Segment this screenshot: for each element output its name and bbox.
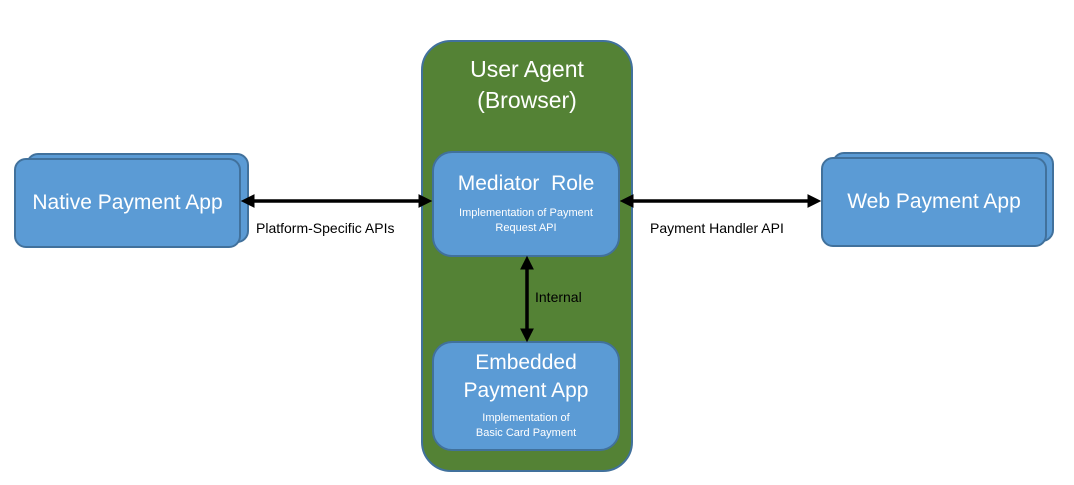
embedded-subtitle-line1: Implementation of — [482, 412, 570, 424]
user-agent-title: User Agent (Browser) — [421, 54, 633, 116]
embedded-payment-app-box: Embedded Payment App Implementation of B… — [432, 341, 620, 451]
payment-handler-api-label: Payment Handler API — [650, 220, 784, 236]
user-agent-title-line1: User Agent — [470, 56, 584, 82]
mediator-subtitle-line1: Implementation of Payment — [459, 207, 593, 219]
web-payment-app-box: Web Payment App — [821, 157, 1047, 247]
mediator-subtitle-line2: Request API — [495, 222, 557, 234]
internal-label: Internal — [535, 289, 582, 305]
embedded-payment-app-title: Embedded Payment App — [434, 349, 618, 405]
embedded-subtitle-line2: Basic Card Payment — [475, 427, 577, 439]
user-agent-title-line2: (Browser) — [477, 87, 577, 113]
native-payment-app-box: Native Payment App — [14, 158, 241, 248]
native-payment-app-label: Native Payment App — [32, 191, 223, 214]
mediator-role-subtitle: Implementation of Payment Request API — [434, 206, 618, 236]
mediator-role-box: Mediator Role Implementation of Payment … — [432, 151, 620, 257]
embedded-title-line2: Payment App — [463, 379, 589, 402]
platform-apis-label: Platform-Specific APIs — [256, 220, 395, 236]
embedded-payment-app-subtitle: Implementation of Basic Card Payment — [434, 411, 618, 441]
web-payment-app-label: Web Payment App — [847, 190, 1021, 213]
mediator-role-title: Mediator Role — [457, 172, 595, 195]
embedded-title-line1: Embedded — [475, 351, 577, 374]
